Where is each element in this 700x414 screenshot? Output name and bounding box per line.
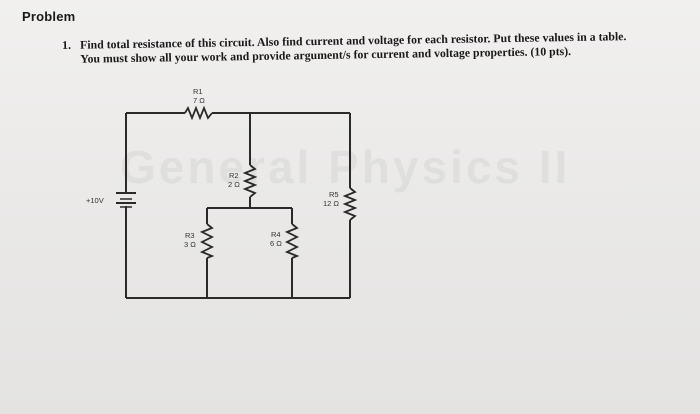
resistor-r5-zigzag bbox=[342, 187, 358, 221]
watermark: General Physics II bbox=[120, 140, 570, 194]
battery-symbol: +10V bbox=[86, 192, 136, 208]
resistor-r2: R2 2 Ω bbox=[228, 164, 258, 198]
resistor-r2-name: R2 bbox=[229, 171, 239, 180]
resistor-r5-name: R5 bbox=[329, 190, 339, 199]
source-label: +10V bbox=[86, 196, 104, 205]
resistor-r3-zigzag bbox=[199, 223, 215, 259]
resistor-r2-value: 2 Ω bbox=[228, 180, 240, 189]
resistor-r1-value: 7 Ω bbox=[193, 96, 205, 105]
resistor-r3: R3 3 Ω bbox=[184, 223, 215, 259]
resistor-r4: R4 6 Ω bbox=[270, 223, 300, 259]
resistor-r1-zigzag bbox=[184, 105, 213, 121]
resistor-r3-name: R3 bbox=[185, 231, 195, 240]
resistor-r5-value: 12 Ω bbox=[323, 199, 339, 208]
resistor-r4-value: 6 Ω bbox=[270, 239, 282, 248]
resistor-r5: R5 12 Ω bbox=[323, 187, 358, 221]
resistor-r1: R1 7 Ω bbox=[184, 87, 213, 121]
problem-heading: Problem bbox=[22, 9, 76, 24]
resistor-r3-value: 3 Ω bbox=[184, 240, 196, 249]
resistor-r4-name: R4 bbox=[271, 230, 281, 239]
resistor-r4-zigzag bbox=[284, 223, 300, 259]
resistor-r2-zigzag bbox=[242, 164, 258, 198]
circuit-wires bbox=[125, 112, 351, 299]
resistor-r1-name: R1 bbox=[193, 87, 203, 96]
